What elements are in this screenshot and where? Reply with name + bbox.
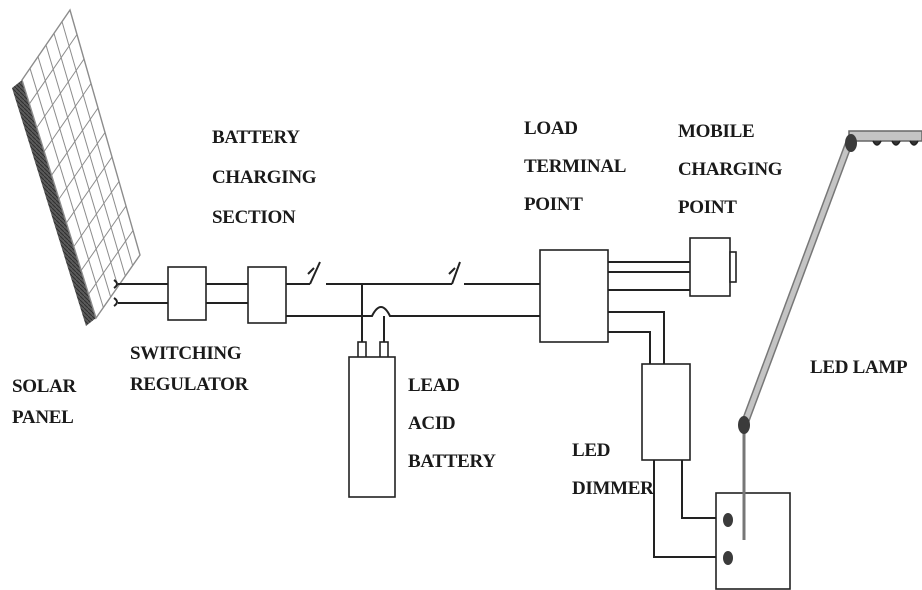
solar-panel (12, 8, 141, 326)
switching-regulator-label-line-2: REGULATOR (130, 374, 249, 395)
lamp-terminal-2 (723, 551, 733, 565)
lamp-base-box (715, 492, 791, 590)
panel-grid-row-line (65, 156, 113, 224)
lamp-pole-joint (738, 416, 750, 434)
load-terminal-point-box (539, 249, 609, 343)
battery-charging-section-label-line-3: SECTION (212, 207, 296, 228)
mobile-charging-point-label: MOBILE CHARGING POINT (678, 113, 783, 227)
dimmer-to-lamp-wires (653, 460, 722, 558)
battery-charging-section-label-line-1: BATTERY (212, 127, 300, 148)
mobile-charging-point-label-line-3: POINT (678, 197, 737, 218)
lead-acid-battery-label-line-1: LEAD (408, 375, 460, 396)
switching-regulator-label: SWITCHING REGULATOR (130, 338, 248, 400)
lamp-pole-upper (741, 142, 852, 426)
switch-2-mark (448, 267, 456, 275)
lamp-terminal-1 (723, 513, 733, 527)
battery-terminal-pos (379, 341, 389, 359)
lead-acid-battery-label-line-2: ACID (408, 413, 456, 434)
switching-regulator-box (167, 266, 207, 321)
battery-charging-section-label-line-2: CHARGING (212, 167, 317, 188)
regulator-to-charger-wires (206, 283, 248, 304)
load-terminal-point-label-line-2: TERMINAL (524, 156, 627, 177)
panel-grid-row-line (36, 58, 85, 128)
led-lamp-label: LED LAMP (810, 352, 908, 383)
panel-terminal-marks (113, 279, 118, 307)
panel-grid-row-line (88, 230, 134, 295)
panel-grid-row-line (58, 132, 106, 200)
lead-acid-battery-label: LEAD ACID BATTERY (408, 367, 496, 481)
mobile-charging-point-label-line-2: CHARGING (678, 159, 783, 180)
switching-regulator-label-line-1: SWITCHING (130, 343, 242, 364)
load-to-mobile-wires-a (608, 261, 690, 273)
battery-charging-section-box (247, 266, 287, 324)
led-lamp-label-line-1: LED LAMP (810, 357, 908, 378)
led-dimmer-label-line-1: LED (572, 440, 611, 461)
load-terminal-point-label: LOAD TERMINAL POINT (524, 110, 626, 224)
solar-panel-side (12, 80, 96, 326)
lead-acid-battery-label-line-3: BATTERY (408, 451, 496, 472)
mobile-charging-point-box (689, 237, 731, 297)
solar-panel-label-line-2: PANEL (12, 407, 74, 428)
led-dimmer-box (641, 363, 691, 461)
panel-output-wires (118, 283, 168, 304)
solar-panel-label: SOLAR PANEL (12, 371, 76, 433)
panel-grid-row-line (28, 34, 78, 105)
load-terminal-point-label-line-1: LOAD (524, 118, 578, 139)
mobile-charging-plug (729, 251, 737, 283)
panel-grid-row-line (80, 205, 127, 271)
panel-grid-row-line (43, 83, 92, 152)
load-to-dimmer-wires (608, 311, 665, 364)
led-bulbs (872, 140, 919, 146)
mobile-charging-point-label-line-1: MOBILE (678, 121, 755, 142)
panel-grid-row-line (73, 181, 120, 247)
lead-acid-battery-box (348, 356, 396, 498)
solar-panel-cell-grid (28, 21, 134, 308)
switch-2 (451, 261, 461, 285)
panel-grid-row-line (51, 107, 99, 176)
solar-panel-label-line-1: SOLAR (12, 376, 76, 397)
led-dimmer-label: LED DIMMER (572, 432, 654, 508)
battery-terminal-neg (357, 341, 367, 359)
lamp-head (845, 130, 922, 152)
load-terminal-point-label-line-3: POINT (524, 194, 583, 215)
switch-1-mark (307, 267, 315, 275)
battery-charging-section-label: BATTERY CHARGING SECTION (212, 118, 317, 238)
led-dimmer-label-line-2: DIMMER (572, 478, 654, 499)
bus-bottom (286, 306, 540, 317)
switch-1 (309, 261, 321, 285)
